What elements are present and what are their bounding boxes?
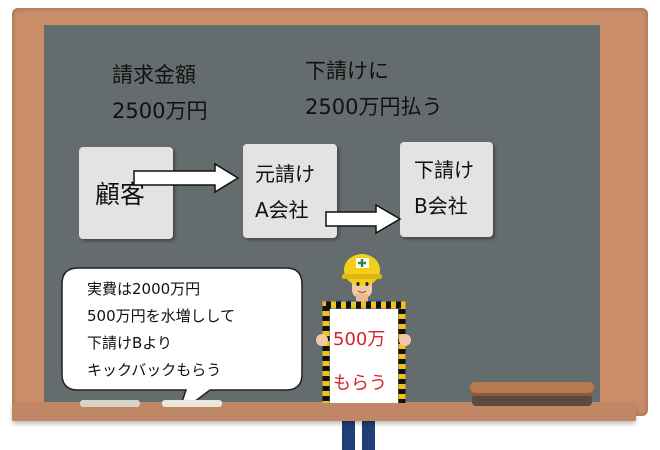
- chalk-ledge: [12, 403, 636, 421]
- subcontract-label: 下請けに: [305, 59, 389, 83]
- subcontract-amount: 2500万円払う: [305, 95, 443, 119]
- sign-line2: もらう: [333, 373, 387, 394]
- bubble-line3: 下請けBより: [87, 334, 172, 352]
- invoice-label: 請求金額: [112, 63, 196, 87]
- hazard-sign: [316, 301, 411, 421]
- prime-contractor-box: 元請け A会社: [243, 144, 337, 238]
- bubble-line1: 実費は2000万円: [87, 280, 201, 298]
- prime-contractor-line1: 元請け: [255, 162, 315, 186]
- subcontractor-line2: B会社: [414, 194, 468, 218]
- subcontractor-box: 下請け B会社: [400, 142, 493, 237]
- eraser: [470, 382, 594, 396]
- chalk-piece: [80, 400, 140, 407]
- arrow-customer-to-prime: [133, 162, 240, 194]
- bubble-line4: キックバックもらう: [87, 361, 222, 379]
- subcontractor-line1: 下請け: [414, 158, 474, 182]
- chalk-piece: [162, 400, 222, 407]
- bubble-line2: 500万円を水増しして: [87, 307, 236, 325]
- eraser-felt: [472, 394, 592, 406]
- prime-contractor-line2: A会社: [255, 198, 309, 222]
- arrow-prime-to-sub: [325, 203, 402, 235]
- sign-line1: 500万: [333, 329, 386, 350]
- invoice-amount: 2500万円: [112, 99, 208, 123]
